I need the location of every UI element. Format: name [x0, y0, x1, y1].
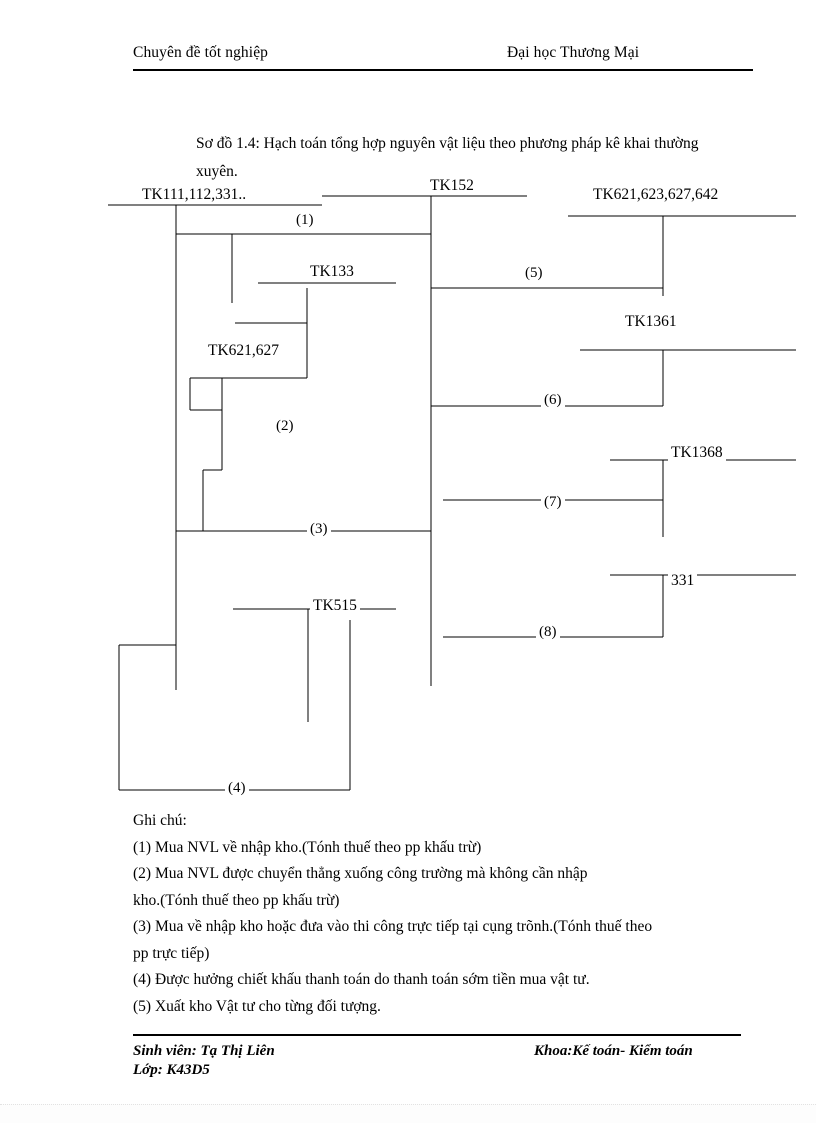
header-right-text: Đại học Thương Mại — [507, 44, 640, 61]
footer-faculty: Khoa:Kế toán- Kiểm toán — [534, 1043, 693, 1059]
flow-label-4: (4) — [225, 780, 249, 797]
notes-heading: Ghi chú: — [133, 812, 187, 829]
page-bottom-edge — [0, 1104, 816, 1123]
header-divider — [133, 69, 753, 71]
account-label-tk111: TK111,112,331.. — [139, 186, 250, 204]
note-item-2-line-2: kho.(Tónh thuế theo pp khấu trừ) — [133, 891, 340, 909]
note-item-2-line-1: (2) Mua NVL được chuyển thẳng xuống công… — [133, 865, 588, 882]
note-item-5-line-1: (5) Xuất kho Vật tư cho từng đối tượng. — [133, 997, 381, 1015]
flow-label-6: (6) — [541, 392, 565, 409]
header-left-text: Chuyên đề tốt nghiệp — [133, 44, 269, 61]
account-label-tk133: TK133 — [307, 263, 357, 281]
account-label-tk1368: TK1368 — [668, 444, 726, 462]
figure-title: Sơ đồ 1.4: Hạch toán tổng hợp nguyên vật… — [196, 135, 699, 180]
footer-student-block: Sinh viên: Tạ Thị Liên Lớp: K43D5 — [133, 1042, 275, 1080]
footer-student-name: Sinh viên: Tạ Thị Liên — [133, 1043, 275, 1059]
footer-divider — [133, 1034, 741, 1036]
flow-label-5: (5) — [522, 265, 546, 282]
page-header: Chuyên đề tốt nghiệp Đại học Thương Mại — [112, 44, 753, 74]
account-label-tk1361: TK1361 — [622, 313, 680, 331]
account-label-331: 331 — [668, 572, 698, 590]
note-item-1-line-1: (1) Mua NVL về nhập kho.(Tónh thuế theo … — [133, 838, 482, 856]
account-label-tk515: TK515 — [310, 597, 360, 615]
account-label-tk621623627642: TK621,623,627,642 — [590, 186, 722, 204]
note-item-3-line-1: (3) Mua về nhập kho hoặc đưa vào thi côn… — [133, 918, 653, 935]
flow-label-8: (8) — [536, 624, 560, 641]
flow-label-7: (7) — [541, 494, 565, 511]
note-item-3-line-2: pp trực tiếp) — [133, 944, 210, 962]
flow-label-3: (3) — [307, 521, 331, 538]
footer-student-class: Lớp: K43D5 — [133, 1062, 210, 1078]
note-item-4-line-1: (4) Được hưởng chiết khấu thanh toán do … — [133, 971, 590, 988]
account-label-tk621627: TK621,627 — [205, 342, 283, 360]
flow-label-1: (1) — [293, 212, 317, 229]
notes-section: Ghi chú: (1) Mua NVL về nhập kho.(Tónh t… — [133, 808, 741, 1020]
flow-label-2: (2) — [273, 418, 297, 435]
